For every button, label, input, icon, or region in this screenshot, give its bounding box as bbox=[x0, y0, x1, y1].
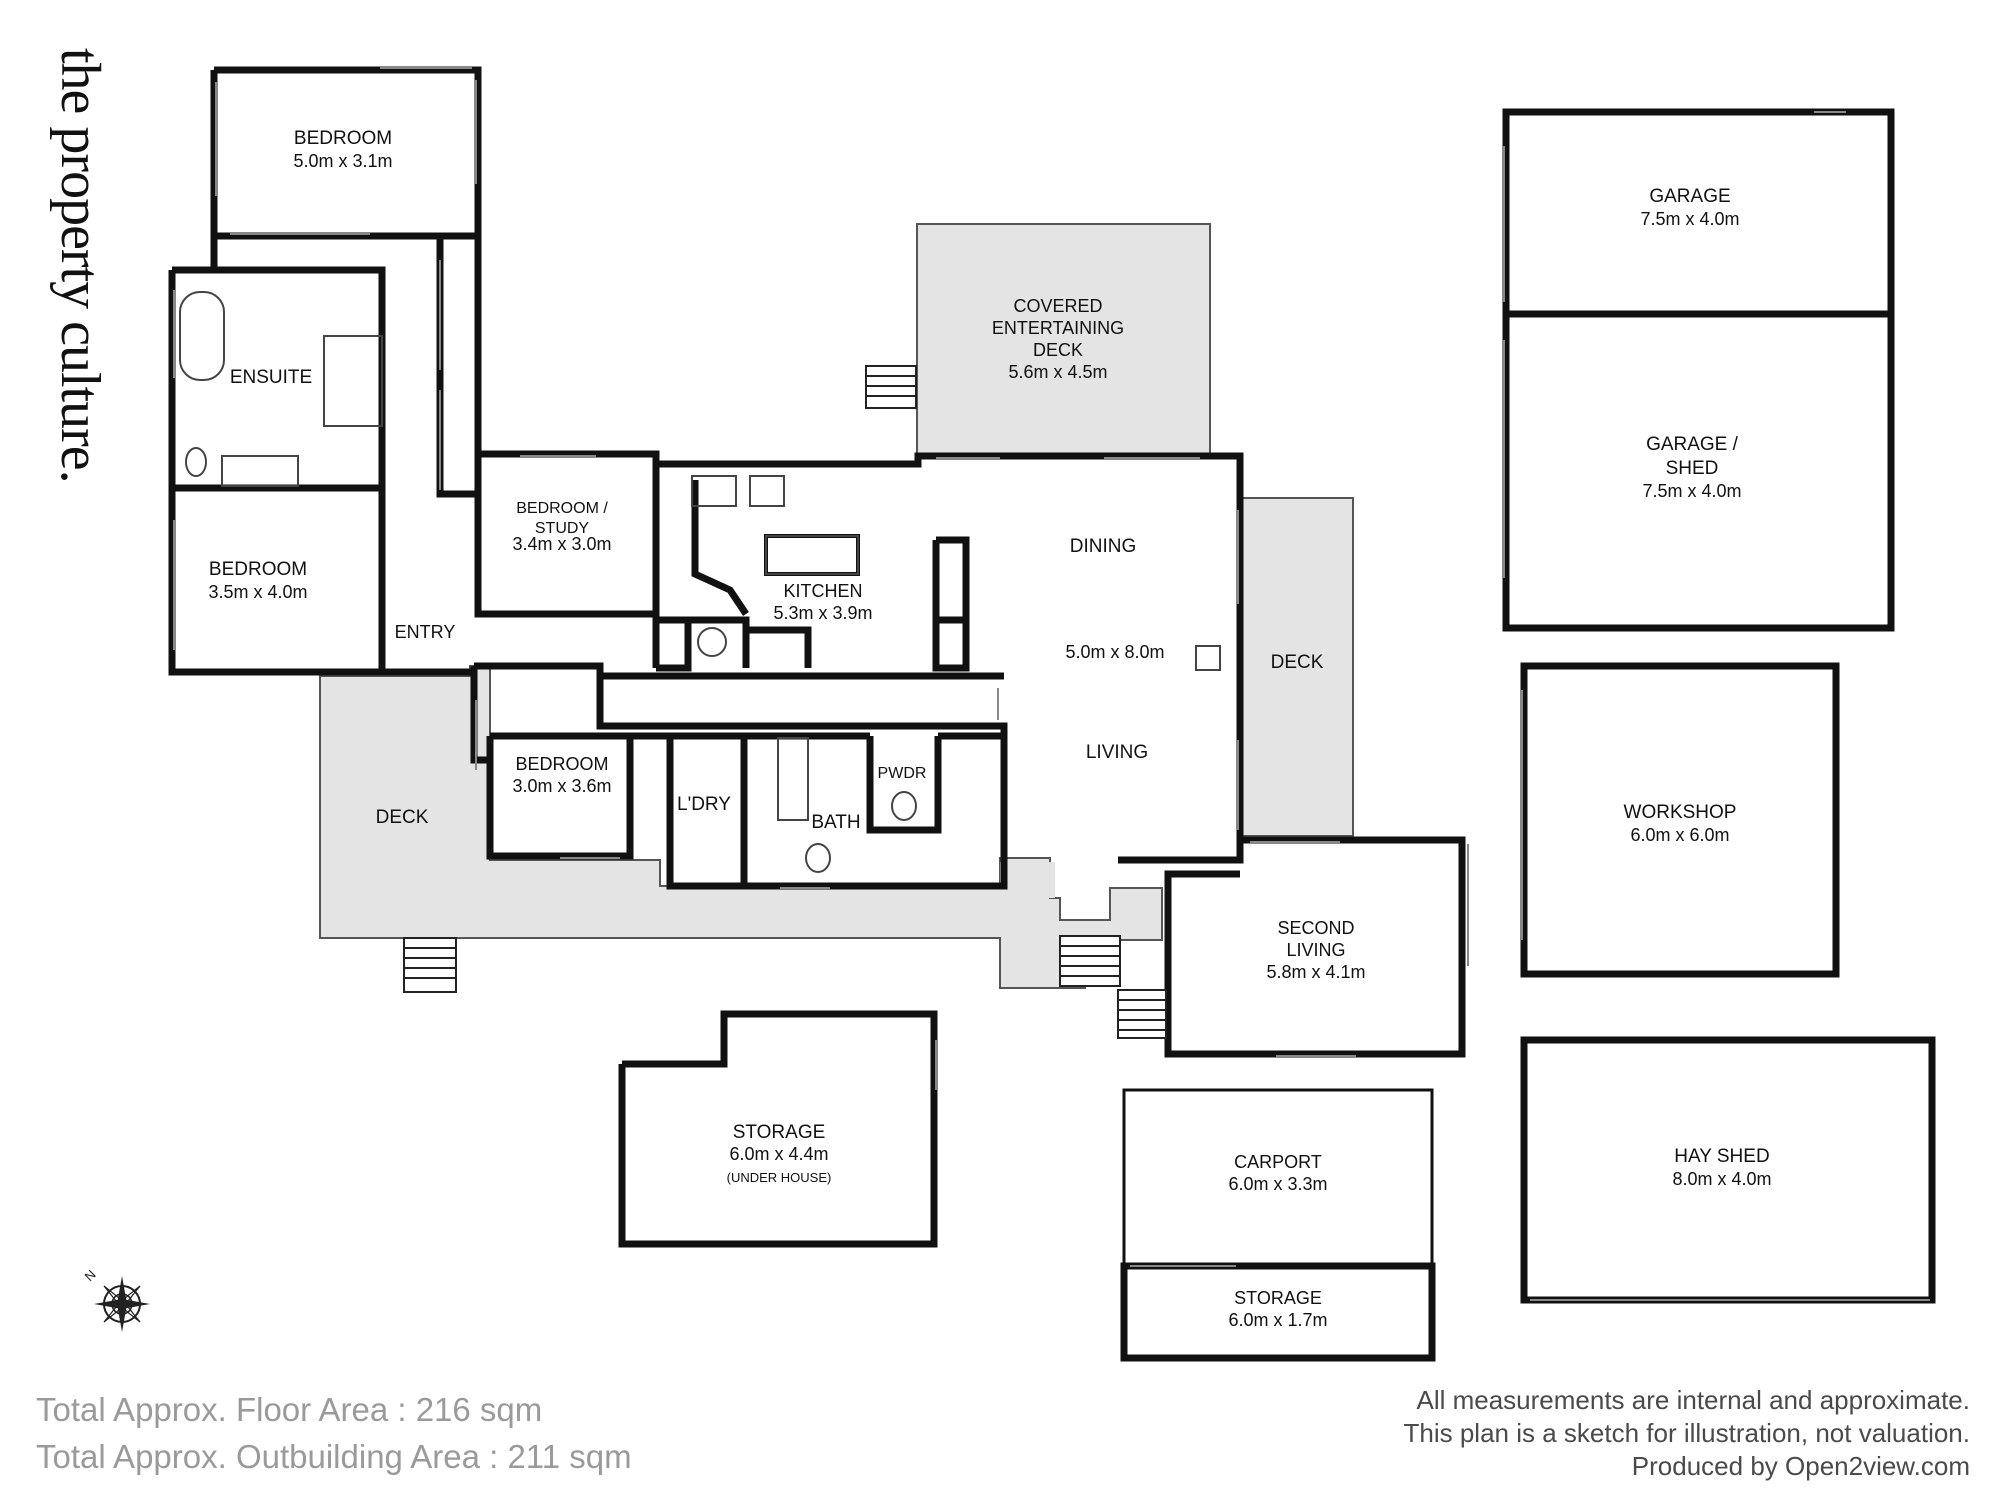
outbuilding-windows bbox=[935, 111, 1930, 1301]
bedroom-3-dims: 3.0m x 3.6m bbox=[512, 776, 611, 796]
bedroom-1-name: BEDROOM bbox=[294, 128, 392, 149]
area-summary: Total Approx. Floor Area : 216 sqm Total… bbox=[36, 1386, 632, 1480]
brand-wordmark: the property culture. bbox=[48, 48, 118, 568]
bedroom-study-dims: 3.4m x 3.0m bbox=[512, 534, 611, 554]
storage-under-dims: 6.0m x 4.4m bbox=[729, 1144, 828, 1164]
bath-name: BATH bbox=[811, 812, 860, 833]
storage-under-name: STORAGE bbox=[733, 1122, 826, 1143]
covered-deck-name3: DECK bbox=[1033, 340, 1083, 360]
stove-icon bbox=[749, 475, 785, 507]
outbuilding-area-text: Total Approx. Outbuilding Area : 211 sqm bbox=[36, 1438, 632, 1475]
garage-shed-dims: 7.5m x 4.0m bbox=[1642, 481, 1741, 501]
bedroom-1-dims: 5.0m x 3.1m bbox=[293, 151, 392, 171]
carport-dims: 6.0m x 3.3m bbox=[1228, 1174, 1327, 1194]
pwdr-toilet-icon bbox=[891, 791, 917, 821]
bedroom-study-name: BEDROOM / bbox=[516, 500, 608, 517]
house-walls bbox=[168, 66, 1466, 1058]
garage-shed-name2: SHED bbox=[1666, 458, 1719, 479]
dining-name: DINING bbox=[1070, 536, 1137, 557]
living-name: LIVING bbox=[1086, 742, 1148, 763]
bathtub-icon bbox=[179, 291, 225, 381]
stairs-covered-deck bbox=[865, 365, 917, 409]
outbuilding-walls bbox=[618, 108, 1936, 1362]
fixtures bbox=[179, 291, 1221, 873]
stairs-west-deck bbox=[403, 937, 457, 993]
washer-icon bbox=[697, 627, 727, 657]
second-living-dims: 5.8m x 4.1m bbox=[1266, 962, 1365, 982]
bath-tub-main-icon bbox=[777, 737, 809, 821]
disclaimer-line-1: All measurements are internal and approx… bbox=[1416, 1385, 1970, 1415]
deck-west-name: DECK bbox=[376, 807, 429, 828]
ensuite-name: ENSUITE bbox=[230, 367, 312, 388]
vanity-icon bbox=[221, 455, 299, 487]
stairs-south bbox=[1059, 935, 1121, 987]
second-living-name2: LIVING bbox=[1286, 940, 1345, 960]
fireplace-icon bbox=[1195, 645, 1221, 671]
covered-deck-name2: ENTERTAINING bbox=[992, 318, 1124, 338]
garage-name: GARAGE bbox=[1649, 186, 1730, 207]
brand-name: the property culture. bbox=[49, 48, 111, 483]
disclaimer-line-2: This plan is a sketch for illustration, … bbox=[1403, 1418, 1970, 1448]
workshop-dims: 6.0m x 6.0m bbox=[1630, 825, 1729, 845]
deck-east-name: DECK bbox=[1271, 652, 1324, 673]
kitchen-name: KITCHEN bbox=[783, 581, 862, 601]
covered-deck-name: COVERED bbox=[1013, 296, 1102, 316]
garage-dims: 7.5m x 4.0m bbox=[1640, 209, 1739, 229]
shower-icon bbox=[323, 335, 383, 427]
toilet-icon bbox=[185, 447, 207, 477]
kitchen-island-icon bbox=[765, 535, 859, 575]
storage-under-outline bbox=[618, 1010, 938, 1248]
compass-north-label: N bbox=[82, 1267, 99, 1284]
bedroom-2-name: BEDROOM bbox=[209, 559, 307, 580]
storage-carport-name: STORAGE bbox=[1234, 1288, 1322, 1308]
storage-carport-dims: 6.0m x 1.7m bbox=[1228, 1310, 1327, 1330]
compass-rose-icon: N bbox=[82, 1267, 150, 1332]
west-deck-fill bbox=[319, 665, 1163, 989]
powder-name: PWDR bbox=[878, 765, 927, 782]
hay-shed-name: HAY SHED bbox=[1674, 1146, 1769, 1167]
entry-name: ENTRY bbox=[395, 622, 456, 642]
living-dims: 5.0m x 8.0m bbox=[1065, 642, 1164, 662]
kitchen-dims: 5.3m x 3.9m bbox=[773, 603, 872, 623]
produced-by-text: Produced by Open2view.com bbox=[1631, 1451, 1970, 1481]
bath-toilet-icon bbox=[805, 843, 831, 873]
garage-shed-outline bbox=[1502, 310, 1895, 632]
bedroom-study-name2: STUDY bbox=[535, 520, 590, 537]
second-living-name: SECOND bbox=[1277, 918, 1354, 938]
stairs bbox=[403, 365, 1167, 1039]
carport-name: CARPORT bbox=[1234, 1152, 1322, 1172]
windows bbox=[173, 67, 1469, 1057]
sink-icon bbox=[691, 475, 737, 507]
disclaimer: All measurements are internal and approx… bbox=[1403, 1384, 1970, 1483]
stairs-second-living bbox=[1117, 989, 1167, 1039]
storage-carport-outline bbox=[1120, 1262, 1436, 1362]
garage-shed-name: GARAGE / bbox=[1646, 434, 1739, 455]
storage-under-note: (UNDER HOUSE) bbox=[727, 1170, 832, 1185]
hay-shed-dims: 8.0m x 4.0m bbox=[1672, 1169, 1771, 1189]
covered-deck-dims: 5.6m x 4.5m bbox=[1008, 362, 1107, 382]
bedroom-2-dims: 3.5m x 4.0m bbox=[208, 582, 307, 602]
workshop-name: WORKSHOP bbox=[1624, 802, 1737, 823]
laundry-name: L'DRY bbox=[677, 794, 731, 815]
workshop-outline bbox=[1520, 662, 1840, 978]
room-labels: BEDROOM 5.0m x 3.1m ENSUITE BEDROOM 3.5m… bbox=[208, 128, 1771, 1330]
south-deck-strip bbox=[1000, 862, 1055, 898]
floor-area-text: Total Approx. Floor Area : 216 sqm bbox=[36, 1391, 543, 1428]
bedroom-3-name: BEDROOM bbox=[515, 754, 608, 774]
